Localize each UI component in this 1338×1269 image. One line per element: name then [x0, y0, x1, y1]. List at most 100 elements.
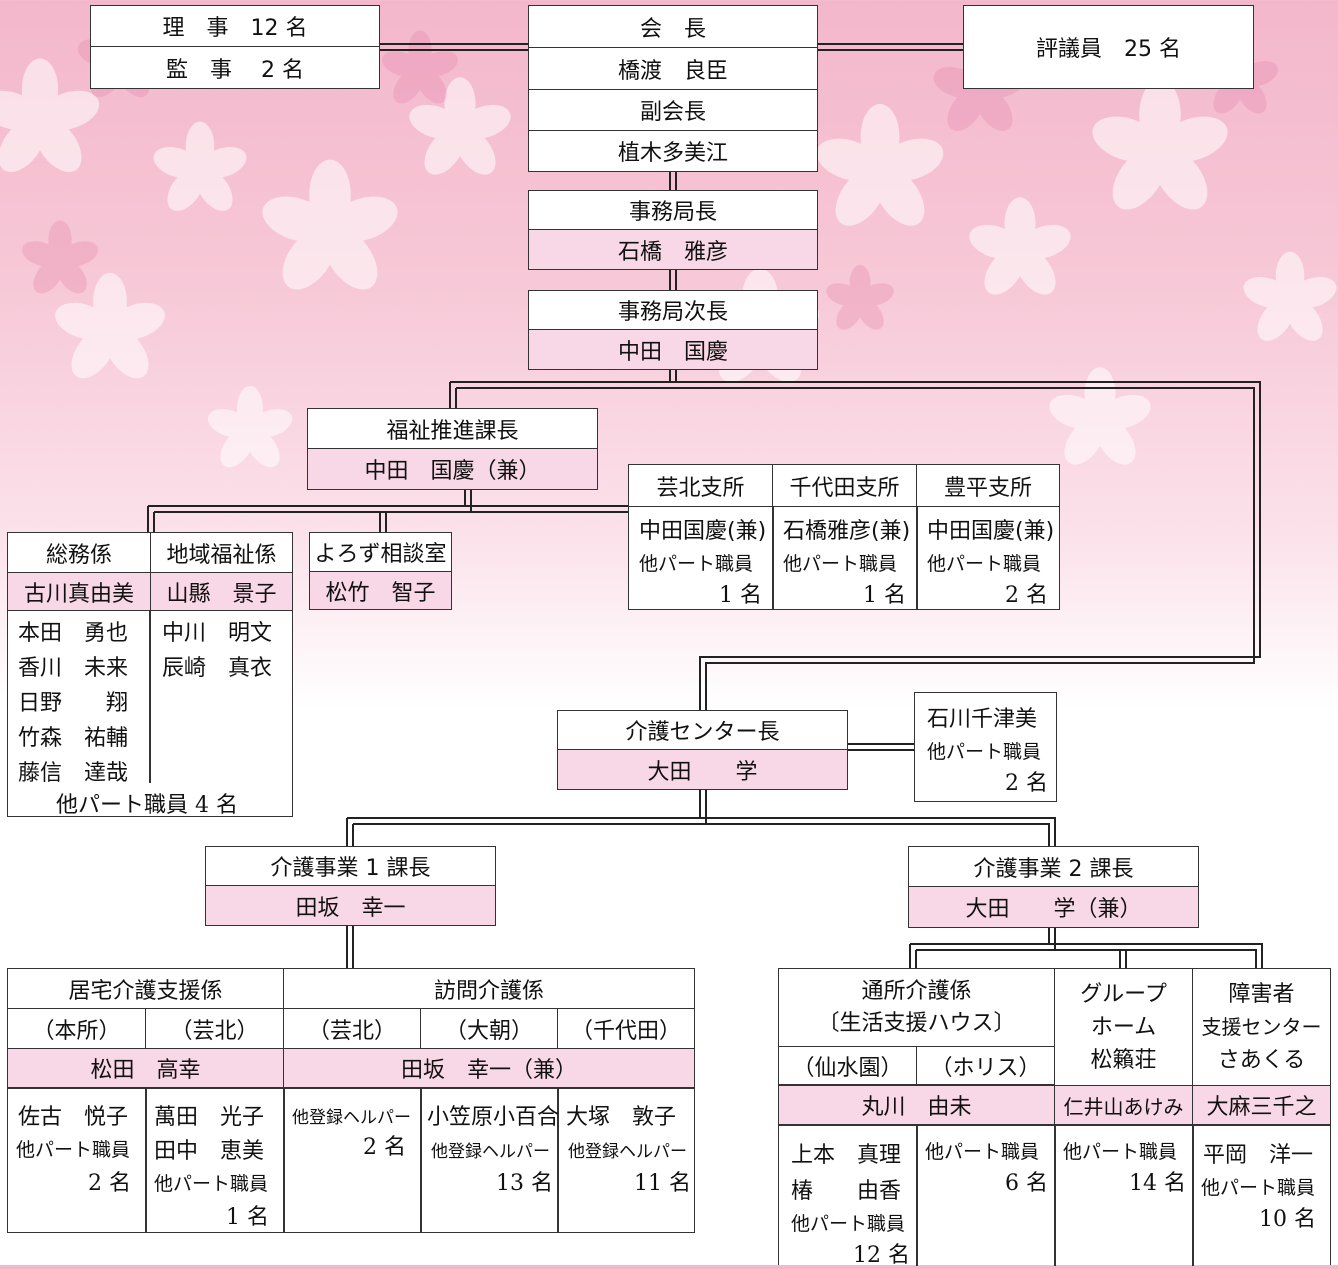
houmon-other: 他登録ヘルパー	[431, 1142, 550, 1162]
chiiki-title: 地域福祉係	[151, 533, 292, 573]
president-box: 会 長 橋渡 良臣 副会長 植木多美江	[528, 5, 818, 172]
tsusho-member: 上本 真理	[791, 1143, 902, 1168]
branch-title: 芸北支所	[629, 465, 773, 507]
tsusho-head: 丸川 由未	[779, 1086, 1055, 1124]
column-divider	[145, 1087, 147, 1232]
branch-divider	[772, 507, 774, 609]
care2-name: 大田 学（兼）	[909, 887, 1198, 927]
branch-other: 他パート職員	[783, 553, 898, 575]
column-divider	[916, 1124, 918, 1266]
vice-president-name: 植木多美江	[617, 141, 728, 166]
group-other: 他パート職員	[1063, 1141, 1178, 1163]
staff-count: 2 名	[1005, 771, 1048, 796]
column-divider	[420, 1087, 422, 1232]
branch-head: 中田国慶(兼)	[927, 519, 1055, 544]
welfare-section-box: 福祉推進課長 中田 国慶（兼）	[307, 408, 598, 490]
column-divider	[283, 1087, 285, 1232]
shogai-member: 平岡 洋一	[1203, 1143, 1314, 1168]
care2-title: 介護事業 2 課長	[909, 847, 1198, 887]
column-divider	[1192, 1124, 1194, 1266]
houmon-member: 大塚 敦子	[566, 1105, 677, 1130]
chiiki-head: 山縣 景子	[151, 573, 292, 611]
directors-count: 理 事 12 名	[91, 6, 379, 47]
tsusho-sub: （ホリス）	[917, 1047, 1055, 1085]
group-title-3: 松籟荘	[1090, 1047, 1157, 1073]
day-care-table: 通所介護係 〔生活支援ハウス〕 グループ ホーム 松籟荘 障害者 支援センター …	[778, 968, 1331, 1268]
home-care-table: 居宅介護支援係 訪問介護係 （本所） （芸北） （芸北） （大朝） （千代田） …	[7, 968, 695, 1233]
council-box: 評議員 25 名	[963, 5, 1254, 89]
branch-head: 中田国慶(兼)	[639, 519, 767, 544]
shogai-title-1: 障害者	[1228, 981, 1295, 1007]
secretary-general-name: 石橋 雅彦	[529, 230, 817, 269]
kyotaku-member: 田中 恵美	[154, 1139, 265, 1164]
houmon-sub: （大朝）	[421, 1009, 558, 1049]
houmon-count: 2 名	[363, 1135, 406, 1160]
kyotaku-sub: （芸北）	[146, 1009, 284, 1049]
consultation-room-box: よろず相談室 松竹 智子	[309, 532, 452, 610]
deputy-name: 中田 国慶	[529, 330, 817, 369]
houmon-sub: （千代田）	[558, 1009, 694, 1049]
welfare-title: 福祉推進課長	[308, 409, 597, 449]
tsusho-count: 6 名	[1005, 1171, 1048, 1196]
group-title-2: ホーム	[1090, 1014, 1157, 1040]
staff-other: 他パート職員	[927, 741, 1042, 763]
care1-name: 田坂 幸一	[206, 886, 495, 925]
president-title: 会 長	[529, 6, 817, 48]
kyotaku-member: 佐古 悦子	[18, 1105, 129, 1130]
shogai-title-3: さあくる	[1217, 1047, 1306, 1073]
tsusho-sub: （仙水園）	[779, 1047, 917, 1085]
care-div1-box: 介護事業 1 課長 田坂 幸一	[205, 846, 496, 926]
deputy-title: 事務局次長	[529, 291, 817, 330]
kyotaku-other: 他パート職員	[154, 1173, 269, 1195]
houmon-member: 小笠原小百合	[427, 1105, 560, 1130]
kyotaku-member: 萬田 光子	[154, 1105, 265, 1130]
group-title-1: グループ	[1080, 981, 1167, 1007]
kyotaku-count: 1 名	[226, 1205, 269, 1230]
branch-count: 1 名	[719, 583, 762, 608]
table-divider	[8, 1087, 694, 1089]
welfare-name: 中田 国慶（兼）	[308, 449, 597, 489]
care-center-name: 大田 学	[558, 750, 847, 789]
soumu-member: 本田 勇也	[18, 621, 129, 646]
branch-title: 千代田支所	[773, 465, 917, 507]
president-name: 橋渡 良臣	[529, 48, 817, 90]
soumu-head: 古川真由美	[8, 573, 151, 611]
tsusho-title-1: 通所介護係	[861, 978, 972, 1004]
group-title: グループ ホーム 松籟荘	[1055, 969, 1193, 1085]
tsusho-title-2: 〔生活支援ハウス〕	[817, 1010, 1016, 1036]
vice-president-title: 副会長	[529, 90, 817, 131]
soumu-divider	[149, 611, 151, 783]
shogai-title: 障害者 支援センター さあくる	[1193, 969, 1330, 1085]
yorozu-title: よろず相談室	[310, 533, 451, 572]
group-head: 仁井山あけみ	[1055, 1086, 1193, 1124]
council-count: 評議員 25 名	[1036, 37, 1181, 62]
houmon-count: 13 名	[496, 1171, 553, 1196]
shogai-count: 10 名	[1259, 1207, 1316, 1232]
kyotaku-other: 他パート職員	[16, 1139, 131, 1161]
column-divider	[1054, 1124, 1056, 1266]
houmon-head: 田坂 幸一（兼）	[284, 1049, 694, 1087]
group-count: 14 名	[1129, 1171, 1186, 1196]
kyotaku-count: 2 名	[88, 1171, 131, 1196]
auditors-count: 監 事 2 名	[166, 57, 304, 83]
deputy-box: 事務局次長 中田 国慶	[528, 290, 818, 370]
board-box: 理 事 12 名 監 事 2 名	[90, 5, 380, 89]
table-divider	[779, 1085, 1330, 1087]
shogai-other: 他パート職員	[1201, 1177, 1316, 1199]
tsusho-other: 他パート職員	[925, 1141, 1040, 1163]
secretary-general-title: 事務局長	[529, 191, 817, 230]
care-center-box: 介護センター長 大田 学	[557, 710, 848, 790]
care-center-staff-box: 石川千津美 他パート職員 2 名	[914, 692, 1057, 802]
soumu-member: 香川 未来	[18, 656, 129, 681]
branch-other: 他パート職員	[927, 553, 1042, 575]
chiiki-member: 辰崎 真衣	[162, 656, 273, 681]
branch-divider	[916, 507, 918, 609]
tsusho-other: 他パート職員	[791, 1213, 906, 1235]
soumu-member: 日野 翔	[18, 691, 129, 716]
houmon-count: 11 名	[634, 1171, 691, 1196]
branch-other: 他パート職員	[639, 553, 754, 575]
houmon-title: 訪問介護係	[284, 969, 694, 1009]
kyotaku-sub: （本所）	[8, 1009, 146, 1049]
care-div2-box: 介護事業 2 課長 大田 学（兼）	[908, 846, 1199, 928]
shogai-head: 大麻三千之	[1193, 1086, 1330, 1124]
